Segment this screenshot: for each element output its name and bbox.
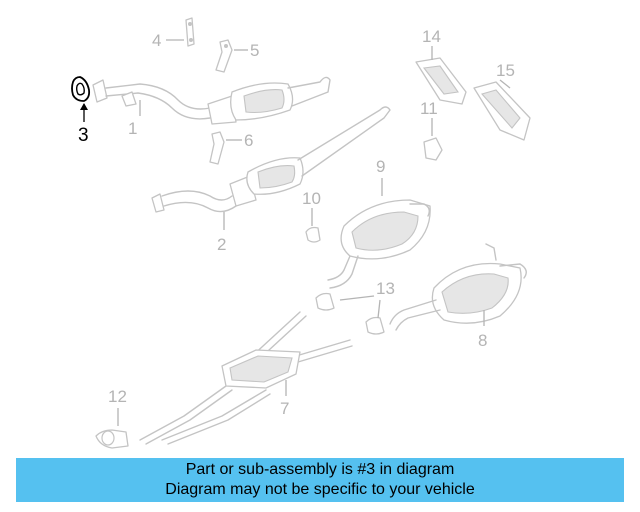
part-10-clamp: 10: [302, 189, 321, 243]
part-15-heat-shield: 15: [473, 61, 531, 141]
part-1-front-pipe: [92, 76, 331, 125]
svg-text:12: 12: [108, 387, 127, 406]
part-14-heat-shield: 14: [415, 27, 467, 105]
callout-1: 1: [128, 100, 141, 138]
callout-label-3: 3: [78, 125, 89, 146]
svg-text:13: 13: [376, 279, 395, 298]
part-8-rear-muffler: 8: [389, 243, 527, 350]
part-7-center-muffler: 7: [139, 311, 353, 445]
callout-2: 2: [217, 212, 226, 254]
svg-text:11: 11: [420, 99, 438, 118]
svg-text:14: 14: [422, 27, 441, 46]
part-5-hanger: 5: [215, 39, 259, 73]
svg-text:9: 9: [376, 157, 385, 176]
part-13-clamps: 13: [315, 279, 395, 335]
part-11-bracket: 11: [420, 99, 443, 161]
exhaust-system-diagram: 3 1 4 5 6: [71, 17, 531, 449]
svg-text:6: 6: [244, 131, 253, 150]
svg-text:10: 10: [302, 189, 321, 208]
svg-text:8: 8: [478, 331, 487, 350]
part-12-clamp: 12: [95, 387, 129, 449]
svg-text:7: 7: [280, 399, 289, 418]
part-6-hanger: 6: [209, 131, 253, 165]
svg-text:15: 15: [496, 61, 515, 80]
banner-line-1: Part or sub-assembly is #3 in diagram: [185, 461, 455, 478]
svg-text:1: 1: [128, 119, 137, 138]
info-banner: Part or sub-assembly is #3 in diagram Di…: [16, 458, 624, 502]
svg-text:2: 2: [217, 235, 226, 254]
part-9-rear-muffler: 9: [327, 157, 431, 289]
svg-text:4: 4: [152, 31, 161, 50]
banner-line-2: Diagram may not be specific to your vehi…: [165, 481, 475, 498]
svg-text:5: 5: [250, 41, 259, 60]
callout-arrow-3: [80, 103, 88, 122]
part-4-bracket: 4: [152, 17, 195, 50]
part-2-front-pipe: [151, 106, 391, 213]
part-3-gasket[interactable]: [71, 76, 91, 102]
